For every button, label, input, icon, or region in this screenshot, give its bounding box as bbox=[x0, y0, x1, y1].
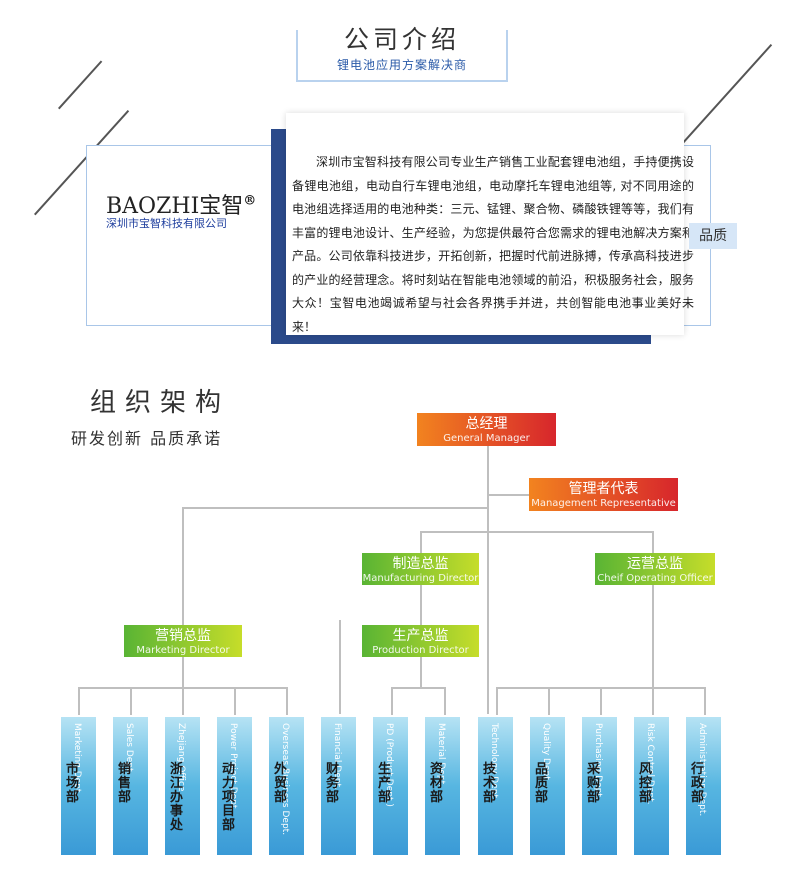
decorative-line bbox=[677, 43, 772, 150]
connector-line bbox=[182, 507, 488, 509]
connector-line bbox=[234, 687, 236, 715]
connector-line bbox=[548, 687, 550, 715]
dept-overseas-business: Overseas Business Dept.外贸部 bbox=[269, 717, 304, 855]
connector-line bbox=[420, 531, 422, 553]
section-title-frame bbox=[296, 28, 508, 82]
dept-administration: Administration Dept.行政部 bbox=[686, 717, 721, 855]
connector-line bbox=[286, 687, 288, 715]
connector-line bbox=[487, 494, 529, 496]
dept-purchasing: Purchasing Dept.采购部 bbox=[582, 717, 617, 855]
dept-marketing: Marketing Dept.市场部 bbox=[61, 717, 96, 855]
connector-line bbox=[78, 687, 80, 715]
dept-power-project: Power Project Dept.动力项目部 bbox=[217, 717, 252, 855]
connector-line bbox=[704, 687, 706, 715]
connector-line bbox=[182, 657, 184, 687]
dept-risk-control: Risk Control Dept.风控部 bbox=[634, 717, 669, 855]
quality-tag: 品质 bbox=[689, 223, 737, 249]
intro-card bbox=[286, 113, 684, 335]
connector-line bbox=[391, 687, 446, 689]
connector-line bbox=[444, 687, 446, 715]
logo-frame bbox=[86, 145, 278, 326]
connector-line bbox=[420, 657, 422, 687]
dept-production: PD (Product Dept.)生产部 bbox=[373, 717, 408, 855]
dept-quality: Quality Dept.品质部 bbox=[530, 717, 565, 855]
connector-line bbox=[339, 620, 341, 714]
section-subtitle: 锂电池应用方案解决商 bbox=[336, 58, 467, 72]
connector-line bbox=[652, 531, 654, 553]
connector-line bbox=[420, 585, 422, 625]
connector-line bbox=[496, 687, 498, 715]
org-title: 组织架构 bbox=[90, 388, 231, 418]
company-intro-text: 深圳市宝智科技有限公司专业生产销售工业配套锂电池组，手持便携设备锂电池组，电动自… bbox=[292, 155, 694, 334]
connector-line bbox=[600, 687, 602, 715]
connector-line bbox=[652, 687, 654, 715]
brand-logo: BAOZHI宝智® bbox=[106, 193, 257, 219]
connector-line bbox=[182, 507, 184, 626]
connector-line bbox=[652, 585, 654, 687]
dept-material: Material Dept.资材部 bbox=[425, 717, 460, 855]
section-title: 公司介绍 bbox=[343, 25, 460, 54]
connector-line bbox=[182, 687, 184, 715]
connector-line bbox=[130, 687, 132, 715]
connector-line bbox=[487, 446, 489, 714]
connector-line bbox=[420, 531, 654, 533]
org-subtitle: 研发创新 品质承诺 bbox=[71, 429, 223, 448]
dept-sales: Sales Dept.销售部 bbox=[113, 717, 148, 855]
dept-financial: Financial Dept.财务部 bbox=[321, 717, 356, 855]
decorative-line bbox=[58, 60, 102, 110]
dept-technology: Technology Dept.技术部 bbox=[478, 717, 513, 855]
connector-line bbox=[391, 687, 393, 715]
brand-company-name: 深圳市宝智科技有限公司 bbox=[106, 217, 227, 230]
